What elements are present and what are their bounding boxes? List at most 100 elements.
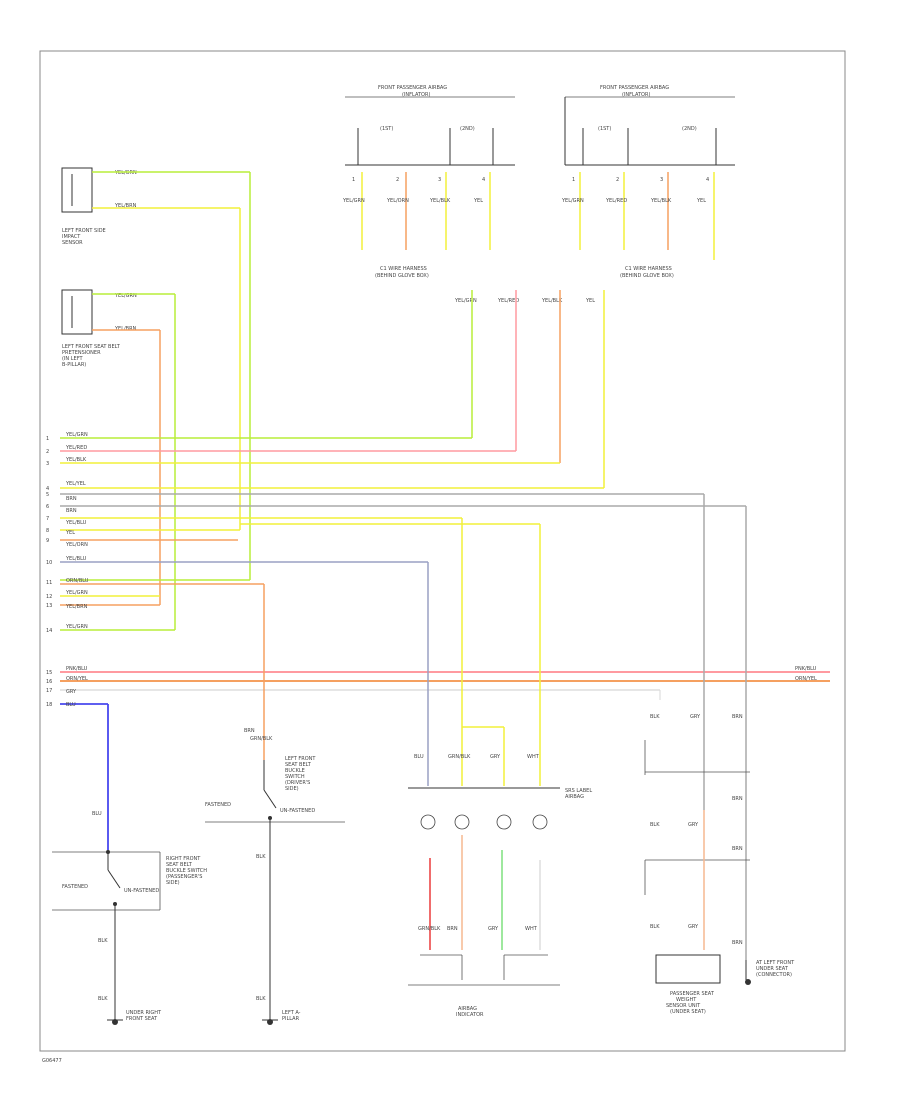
pin-number: 8 xyxy=(46,528,49,534)
wire-label: BRN xyxy=(66,508,77,514)
component-label: SENSOR UNIT xyxy=(666,1003,701,1009)
pin-number: 4 xyxy=(482,177,485,183)
airbag-left-title2: (INFLATOR) xyxy=(402,92,430,98)
pin-number: 4 xyxy=(46,486,49,492)
fastened-label: FASTENED xyxy=(62,884,88,890)
sensor-box xyxy=(61,167,93,213)
component-label: SEAT BELT xyxy=(166,862,193,868)
wire-label: YEL/GRN xyxy=(114,293,137,299)
pin-number: 9 xyxy=(46,538,49,544)
wire-label: YEL/ORN xyxy=(386,198,409,204)
pin-number: 10 xyxy=(46,560,52,566)
component-label: B-PILLAR) xyxy=(62,362,86,368)
wire-label: BRN xyxy=(447,926,458,932)
pin-number: 4 xyxy=(706,177,709,183)
left-front-belt-tensioner: LEFT FRONT SEAT BELT PRETENSIONER (IN LE… xyxy=(61,289,176,630)
bulb-icon xyxy=(420,814,436,830)
pin-number: 3 xyxy=(660,177,663,183)
fastened-label: FASTENED xyxy=(205,802,231,808)
component-label: UNDER SEAT xyxy=(756,966,789,972)
wire-label: YEL/GRN xyxy=(65,432,88,438)
component-label: INDICATOR xyxy=(456,1012,484,1018)
wire-label: BRN xyxy=(732,714,743,720)
wire-label: ORN/YEL xyxy=(66,676,88,682)
pin-number: 13 xyxy=(46,603,52,609)
wire-label: BLK xyxy=(650,822,660,828)
pin-number: 2 xyxy=(396,177,399,183)
component-label: LEFT A- xyxy=(282,1010,301,1016)
wire-label: YEL/BLU xyxy=(65,520,87,526)
component-label: LEFT FRONT SEAT BELT xyxy=(62,344,121,350)
component-label: SIDE) xyxy=(166,880,180,886)
wire-label: GRY xyxy=(688,924,699,930)
component-label: (DRIVER'S xyxy=(285,780,310,786)
wire-label: YEL/ORN xyxy=(65,542,88,548)
harness-label: YEL/BLK xyxy=(541,298,563,304)
harness-down-leads xyxy=(471,290,605,488)
junction-dot xyxy=(268,816,272,820)
wire-label: BLU xyxy=(66,702,76,708)
pin-number: 15 xyxy=(46,670,52,676)
wire-label: GRN/BLK xyxy=(250,736,273,742)
wire-label: YEL xyxy=(65,530,75,536)
wire-label: GRN/BLK xyxy=(448,754,471,760)
oc-sensor-unit: BLK GRY BRN BLK GRY BRN BRN BLK GRY BRN … xyxy=(644,714,795,1015)
bulb-icon xyxy=(532,814,548,830)
wire-label: YEL/BLK xyxy=(429,198,451,204)
bulb-icon xyxy=(496,814,512,830)
pin-number: 11 xyxy=(46,580,52,586)
wire-label: YEL/RED xyxy=(65,445,87,451)
airbag-left-sub1: (1ST) xyxy=(380,126,393,132)
wire-harness-left-line2: (BEHIND GLOVE BOX) xyxy=(375,273,429,279)
srs-row-labels: 1 YEL/GRN 2 YEL/RED 3 YEL/BLK 4 YEL/YEL … xyxy=(46,432,89,708)
wire-label: PNK/BLU xyxy=(795,666,817,672)
pin-number: 1 xyxy=(352,177,355,183)
component-label: BUCKLE xyxy=(285,768,305,774)
harness-label: YEL/GRN xyxy=(454,298,477,304)
wire-label: BRN xyxy=(66,496,77,502)
wire-label: YEL xyxy=(473,198,483,204)
component-label: FRONT SEAT xyxy=(126,1016,158,1022)
airbag-left-sub2: (2ND) xyxy=(460,126,475,132)
vertical-drops xyxy=(107,494,747,960)
component-label: SWITCH xyxy=(285,774,305,780)
airbag-leads xyxy=(361,172,715,260)
diagram-code: G06477 xyxy=(42,1058,62,1064)
component-label: WEIGHT xyxy=(676,997,697,1003)
pin-number: 6 xyxy=(46,504,49,510)
wire-label: YEL xyxy=(696,198,706,204)
wire-label: GRY xyxy=(66,689,77,695)
pin-number: 16 xyxy=(46,679,52,685)
component-label: SRS LABEL xyxy=(565,788,592,794)
front-passenger-airbag-right: FRONT PASSENGER AIRBAG (INFLATOR) (1ST) … xyxy=(564,85,735,166)
diagram-frame xyxy=(39,50,846,1052)
wire-label: YEL/GRN xyxy=(65,624,88,630)
ground-icon xyxy=(267,1019,273,1025)
airbag-right-title: FRONT PASSENGER AIRBAG xyxy=(600,85,669,91)
wire-label: YEL/BLK xyxy=(650,198,672,204)
airbag-left-wire-labels: YEL/GRN 1 YEL/ORN 2 YEL/BLK 3 YEL 4 xyxy=(342,177,485,204)
pin-number: 14 xyxy=(46,628,52,634)
component-label: IMPACT xyxy=(62,234,81,240)
wire-label: BRN xyxy=(732,940,743,946)
component-label: (CONNECTOR) xyxy=(756,972,792,978)
component-label: RIGHT FRONT xyxy=(166,856,201,862)
wire-label: YEL/GRN xyxy=(561,198,584,204)
junction-dot xyxy=(106,850,110,854)
component-label: (UNDER SEAT) xyxy=(670,1009,706,1015)
airbag-right-sub2: (2ND) xyxy=(682,126,697,132)
junction-dot xyxy=(113,902,117,906)
wire-label: BRN xyxy=(732,846,743,852)
wire-label: ORN/BLU xyxy=(66,578,89,584)
unfastened-label: UN-FASTENED xyxy=(124,888,159,894)
wire-harness-right-line2: (BEHIND GLOVE BOX) xyxy=(620,273,674,279)
component-label: AIRBAG xyxy=(458,1006,477,1012)
front-passenger-airbag-left: FRONT PASSENGER AIRBAG (INFLATOR) (1ST) … xyxy=(345,85,515,166)
component-label: (PASSENGER'S xyxy=(166,874,202,880)
tensioner-box xyxy=(61,289,93,335)
pin-number: 2 xyxy=(46,449,49,455)
wire-label: BRN xyxy=(732,796,743,802)
pin-number: 1 xyxy=(572,177,575,183)
ground-icon xyxy=(112,1019,118,1025)
oc-unit-box xyxy=(655,954,721,984)
